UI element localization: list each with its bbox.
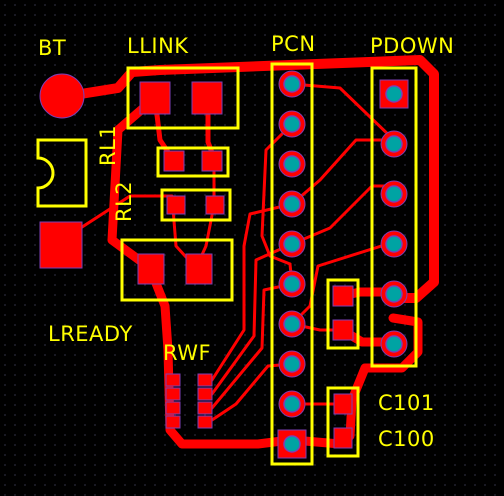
outline-pcn <box>270 62 314 466</box>
pad-rwf-8 <box>165 415 181 429</box>
pad-rwf-2 <box>197 387 213 401</box>
smd-pads <box>39 73 354 449</box>
label-pdown: PDOWN <box>370 34 455 58</box>
pad-rl2-2 <box>205 195 225 215</box>
pdown-header-pins <box>379 79 409 358</box>
pad-bt <box>39 73 85 119</box>
pcn-pin-3-hole <box>283 155 301 173</box>
pdown-pin-6-hole <box>385 335 403 353</box>
pcn-pin-9-hole <box>283 395 301 413</box>
pcn-pin-5-hole <box>283 235 301 253</box>
pad-rwf-7 <box>165 401 181 415</box>
label-lready: LREADY <box>48 322 133 346</box>
trace-pdown2-pcn4 <box>290 138 396 206</box>
pcn-pin-2-hole <box>283 115 301 133</box>
pad-rwf-1 <box>197 373 213 387</box>
label-rl1: RL1 <box>96 124 120 166</box>
outline-rl1 <box>156 146 230 178</box>
pcn-pin-10-hole <box>283 435 301 453</box>
pdown-pin-1-hole <box>385 85 403 103</box>
pad-rwf-4 <box>197 415 213 429</box>
pad-rwf-5 <box>165 373 181 387</box>
label-bt: BT <box>38 36 67 60</box>
outline-c100 <box>326 386 360 458</box>
pad-c101-2 <box>332 319 354 341</box>
pdown-pin-4-hole <box>385 235 403 253</box>
trace-pcn1-pdown2 <box>290 82 396 142</box>
pad-llink-1 <box>139 81 171 115</box>
outline-connector <box>36 138 88 208</box>
pad-lready-2 <box>185 253 213 285</box>
pcn-pin-7-hole <box>283 315 301 333</box>
outline-llink <box>126 66 240 130</box>
trace-pcn5-left <box>210 242 294 396</box>
outline-lready <box>120 238 234 302</box>
pad-c100-2 <box>333 427 353 449</box>
label-c101: C101 <box>378 391 435 415</box>
pad-c101-1 <box>332 285 354 307</box>
pcn-header-pins <box>277 70 307 459</box>
pcn-pin-8-hole <box>283 355 301 373</box>
outline-rl2 <box>160 188 232 222</box>
pad-rl2-1 <box>166 195 186 215</box>
pad-llink-2 <box>191 81 223 115</box>
outline-c101 <box>326 278 360 350</box>
label-llink: LLINK <box>127 34 189 58</box>
label-rl2: RL2 <box>112 180 136 222</box>
pad-rl1-1 <box>163 150 185 172</box>
pcn-pin-4-hole <box>283 195 301 213</box>
pcn-pin-6-hole <box>283 275 301 293</box>
label-c100: C100 <box>378 427 435 451</box>
pad-rwf-6 <box>165 387 181 401</box>
label-rwf: RWF <box>163 341 212 365</box>
trace-outer-loop <box>63 55 439 303</box>
pad-rwf-3 <box>197 401 213 415</box>
pad-connector <box>39 221 83 269</box>
label-pcn: PCN <box>271 32 316 56</box>
silkscreen <box>36 62 418 466</box>
outline-pdown <box>370 66 418 368</box>
pdown-pin-2-hole <box>385 135 403 153</box>
pad-lready-1 <box>137 253 165 285</box>
pcn-pin-1-hole <box>283 75 301 93</box>
pdown-pin-5-hole <box>385 285 403 303</box>
pdown-pin-3-hole <box>385 185 403 203</box>
pad-rl1-2 <box>201 150 223 172</box>
trace-left-loop <box>107 93 295 449</box>
trace-pcn2-route <box>260 122 294 266</box>
trace-pcn4-left <box>210 202 294 382</box>
pad-c100-1 <box>333 393 353 415</box>
